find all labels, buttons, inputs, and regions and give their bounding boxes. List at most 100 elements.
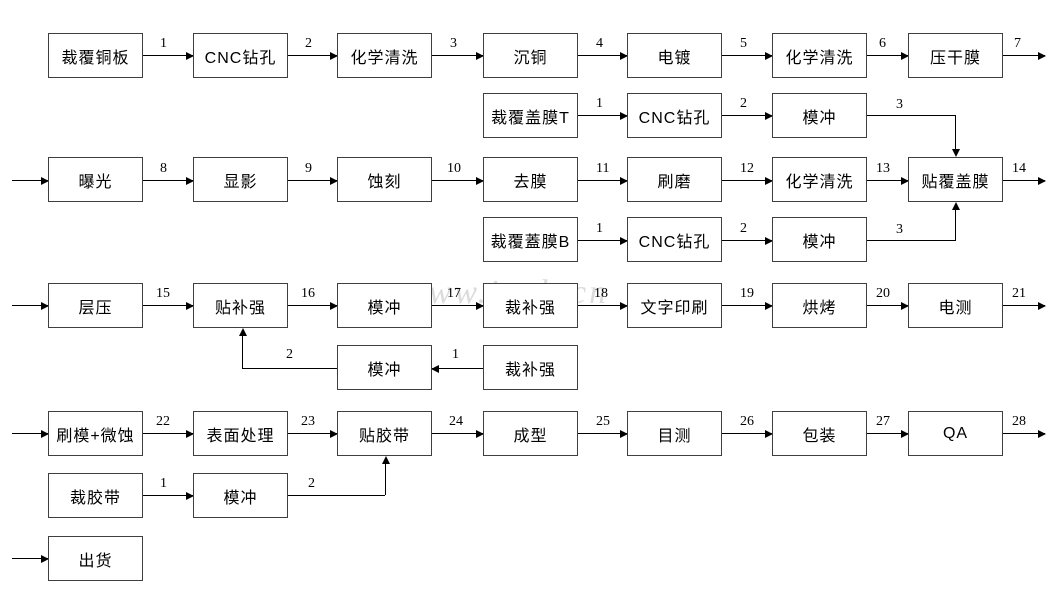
arrow-right — [578, 430, 628, 438]
arrow-number: 7 — [1014, 36, 1021, 51]
flow-node-label: 压干膜 — [929, 49, 981, 67]
arrow-right — [578, 302, 628, 310]
arrow-number: 17 — [447, 286, 461, 301]
exit-arrow — [1003, 52, 1046, 60]
arrow-right — [719, 112, 773, 120]
arrow-right — [719, 237, 773, 245]
arrow-number: 8 — [160, 161, 167, 176]
arrow-right — [578, 177, 628, 185]
exit-arrow — [1003, 177, 1046, 185]
flow-node-cut-tape: 裁胶带 — [48, 473, 143, 518]
flow-node-label: 模冲 — [802, 233, 837, 251]
arrow-right — [867, 302, 909, 310]
arrow-number: 15 — [156, 286, 170, 301]
entry-arrow — [12, 302, 49, 310]
flow-node-label: 化学清洗 — [785, 173, 854, 191]
arrow-number: 1 — [160, 476, 167, 491]
flow-node-label: 成型 — [513, 427, 548, 445]
flow-node-developing: 显影 — [193, 157, 288, 202]
arrow-number: 13 — [876, 161, 890, 176]
arrow-up — [952, 202, 960, 240]
arrow-right — [719, 302, 773, 310]
entry-arrow — [12, 430, 49, 438]
flow-node-lamination: 层压 — [48, 283, 143, 328]
flow-node-label: 裁覆铜板 — [61, 49, 130, 67]
flow-node-cnc-drilling-1: CNC钻孔 — [193, 33, 288, 78]
arrow-number: 3 — [450, 36, 457, 51]
flow-node-label: 沉铜 — [513, 49, 548, 67]
arrow-number: 6 — [879, 36, 886, 51]
flow-node-brush-microetch: 刷模+微蚀 — [48, 411, 143, 456]
flow-node-shipping: 出货 — [48, 536, 143, 581]
arrow-number: 11 — [596, 161, 610, 176]
arrow-number: 20 — [876, 286, 890, 301]
flow-node-label: 文字印刷 — [640, 299, 709, 317]
flow-node-label: QA — [942, 424, 969, 442]
flow-node-electroplating: 电镀 — [627, 33, 722, 78]
arrow-right — [143, 430, 194, 438]
flow-node-dry-film-lamination: 压干膜 — [908, 33, 1003, 78]
arrow-number: 2 — [740, 221, 747, 236]
flow-node-visual-inspection: 目测 — [627, 411, 722, 456]
arrow-number: 21 — [1012, 286, 1026, 301]
arrow-right — [867, 430, 909, 438]
flow-node-cut-copper-clad: 裁覆铜板 — [48, 33, 143, 78]
flow-node-label: 出货 — [78, 552, 113, 570]
arrow-right — [719, 430, 773, 438]
flow-node-label: 模冲 — [223, 489, 258, 507]
flow-node-label: 烘烤 — [802, 299, 837, 317]
arrow-number: 18 — [594, 286, 608, 301]
arrow-up — [382, 456, 390, 495]
flow-node-label: CNC钻孔 — [638, 109, 711, 127]
flow-node-label: 刷磨 — [657, 173, 692, 191]
arrow-right — [578, 52, 628, 60]
flow-node-label: 电测 — [938, 299, 973, 317]
flow-node-label: 模冲 — [367, 361, 402, 379]
flow-node-surface-treatment: 表面处理 — [193, 411, 288, 456]
arrow-right — [719, 177, 773, 185]
connector-line — [867, 240, 956, 241]
arrow-number: 5 — [740, 36, 747, 51]
arrow-number: 25 — [596, 414, 610, 429]
arrow-right — [719, 52, 773, 60]
flow-node-legend-printing: 文字印刷 — [627, 283, 722, 328]
arrow-right — [143, 177, 194, 185]
flow-node-label: 贴补强 — [214, 299, 266, 317]
arrow-right — [578, 237, 628, 245]
arrow-right — [867, 177, 909, 185]
arrow-number: 2 — [308, 476, 315, 491]
flow-node-label: CNC钻孔 — [204, 49, 277, 67]
arrow-number: 22 — [156, 414, 170, 429]
arrow-right — [143, 52, 194, 60]
flow-node-label: 贴覆盖膜 — [921, 173, 990, 191]
flow-node-label: 裁覆蓋膜B — [490, 233, 571, 251]
flow-node-cut-coverlay-top: 裁覆盖膜T — [483, 93, 578, 138]
arrow-number: 3 — [896, 97, 903, 112]
flow-node-coverlay-lamination: 贴覆盖膜 — [908, 157, 1003, 202]
flow-node-punching-5: 模冲 — [193, 473, 288, 518]
arrow-number: 4 — [596, 36, 603, 51]
flow-node-label: 化学清洗 — [785, 49, 854, 67]
arrow-right — [432, 430, 484, 438]
flow-node-label: 去膜 — [513, 173, 548, 191]
flow-node-chemical-cleaning-2: 化学清洗 — [772, 33, 867, 78]
flow-node-label: 裁补强 — [504, 361, 556, 379]
arrow-number: 1 — [452, 347, 459, 362]
arrow-number: 3 — [896, 222, 903, 237]
flow-node-qa: QA — [908, 411, 1003, 456]
arrow-right — [288, 52, 338, 60]
arrow-number: 12 — [740, 161, 754, 176]
flow-node-tape-attach: 贴胶带 — [337, 411, 432, 456]
flow-node-label: 表面处理 — [206, 427, 275, 445]
flow-node-electrical-test: 电测 — [908, 283, 1003, 328]
entry-arrow — [12, 177, 49, 185]
arrow-left — [431, 365, 483, 373]
flow-node-label: 电镀 — [657, 49, 692, 67]
arrow-right — [288, 430, 338, 438]
flow-node-brushing: 刷磨 — [627, 157, 722, 202]
flow-node-punching-4: 模冲 — [337, 345, 432, 390]
flow-node-punching-1: 模冲 — [772, 93, 867, 138]
arrow-number: 2 — [305, 36, 312, 51]
arrow-number: 24 — [449, 414, 463, 429]
flow-node-label: 曝光 — [78, 173, 113, 191]
